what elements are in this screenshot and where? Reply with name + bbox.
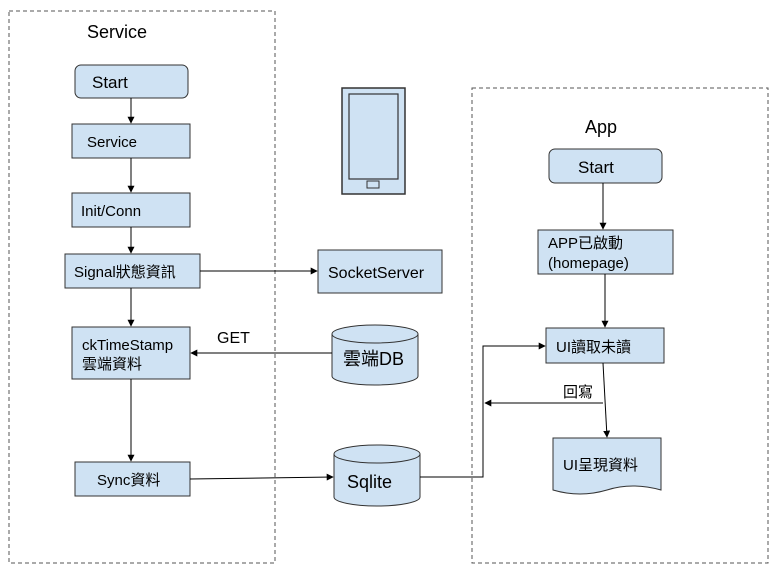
node-app-start: Start <box>548 148 663 184</box>
node-cloud-db-label: 雲端DB <box>343 349 404 369</box>
node-socket-server-label: SocketServer <box>328 265 425 282</box>
node-app-started: APP已啟動 (homepage) <box>537 229 674 275</box>
node-sqlite-label: Sqlite <box>347 472 392 492</box>
edge-sqlite-to-uiread <box>420 342 546 478</box>
node-app-start-label: Start <box>578 158 614 177</box>
node-app-started-line1: APP已啟動 <box>548 235 623 252</box>
phone-icon <box>341 87 406 195</box>
node-check-timestamp-line1: ckTimeStamp <box>82 337 173 354</box>
node-init-conn-label: Init/Conn <box>81 203 141 220</box>
node-signal: Signal狀態資訊 <box>64 253 201 289</box>
edge-sync-to-sqlite <box>189 473 334 481</box>
node-service-start-label: Start <box>92 73 128 92</box>
node-ui-read-label: UI讀取未讀 <box>556 339 631 356</box>
service-group: Service <box>8 10 276 564</box>
service-group-title: Service <box>87 22 147 42</box>
node-service-start: Start <box>74 64 189 99</box>
node-sync-label: Sync資料 <box>97 472 160 489</box>
node-cloud-db: 雲端DB <box>331 324 419 386</box>
app-group-title: App <box>585 117 617 137</box>
node-init-conn: Init/Conn <box>71 192 191 228</box>
edge-uiread-to-uishow <box>602 362 611 438</box>
node-service: Service <box>71 123 191 159</box>
node-app-started-line2: (homepage) <box>548 255 629 272</box>
node-socket-server: SocketServer <box>317 249 443 294</box>
node-check-timestamp-line2: 雲端資料 <box>82 356 142 373</box>
node-service-label: Service <box>87 134 137 151</box>
node-sync: Sync資料 <box>74 461 191 497</box>
node-ui-show-label: UI呈現資料 <box>563 457 638 474</box>
edges <box>127 98 611 481</box>
node-sqlite: Sqlite <box>333 444 421 507</box>
node-ui-show: UI呈現資料 <box>552 437 662 495</box>
edge-label-write-back: 回寫 <box>563 383 593 401</box>
app-group: App <box>471 87 769 564</box>
node-signal-label: Signal狀態資訊 <box>74 264 176 281</box>
edge-label-get: GET <box>217 330 250 347</box>
node-check-timestamp: ckTimeStamp 雲端資料 <box>71 326 191 380</box>
node-ui-read: UI讀取未讀 <box>545 327 665 364</box>
